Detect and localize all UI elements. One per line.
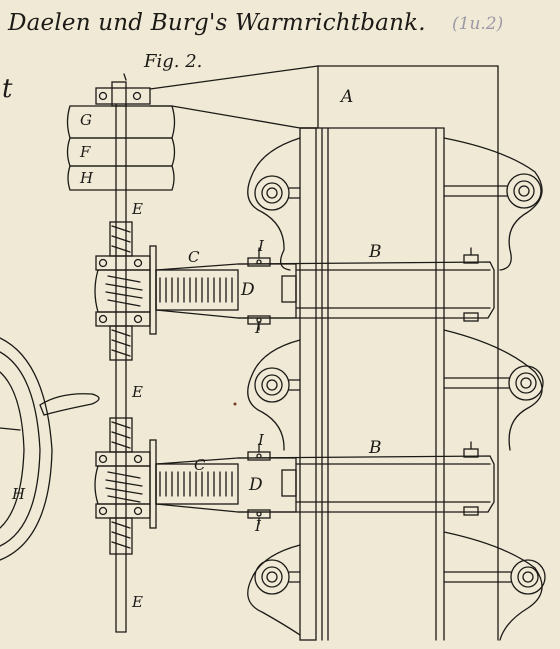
label-D-upper: D [241, 280, 255, 300]
worm-gear-lower [94, 417, 495, 555]
plate-title: Daelen und Burg's Warmrichtbank. [8, 10, 426, 36]
label-B-upper: B [369, 242, 382, 262]
label-I-upper-bottom: I [255, 319, 261, 337]
rollers [254, 173, 546, 595]
label-C-upper: C [188, 248, 200, 266]
label-H-wheel: H [12, 485, 26, 503]
edge-glyph: t [2, 74, 13, 104]
label-E-top: E [132, 200, 143, 218]
label-I-lower-bottom: I [255, 517, 261, 535]
label-D-lower: D [249, 475, 263, 495]
label-I-upper-top: I [258, 237, 264, 255]
label-E-bottom: E [132, 593, 143, 611]
drum-stack [66, 105, 176, 191]
label-E-mid: E [132, 383, 143, 401]
label-H-drum: H [80, 169, 94, 187]
label-I-lower-top: I [258, 431, 264, 449]
top-bracket [95, 65, 499, 641]
figure-label: Fig. 2. [144, 51, 203, 72]
worm-gear-upper [94, 221, 495, 361]
hand-wheel-partial [0, 337, 100, 561]
label-C-lower: C [194, 456, 206, 474]
frame-A [247, 127, 543, 641]
label-F: F [80, 143, 91, 161]
shaft-E [115, 103, 127, 633]
label-G: G [80, 111, 92, 129]
ink-speck [233, 402, 237, 406]
label-B-lower: B [369, 438, 382, 458]
label-A: A [341, 87, 354, 107]
pencil-annotation: (1u.2) [452, 14, 504, 34]
